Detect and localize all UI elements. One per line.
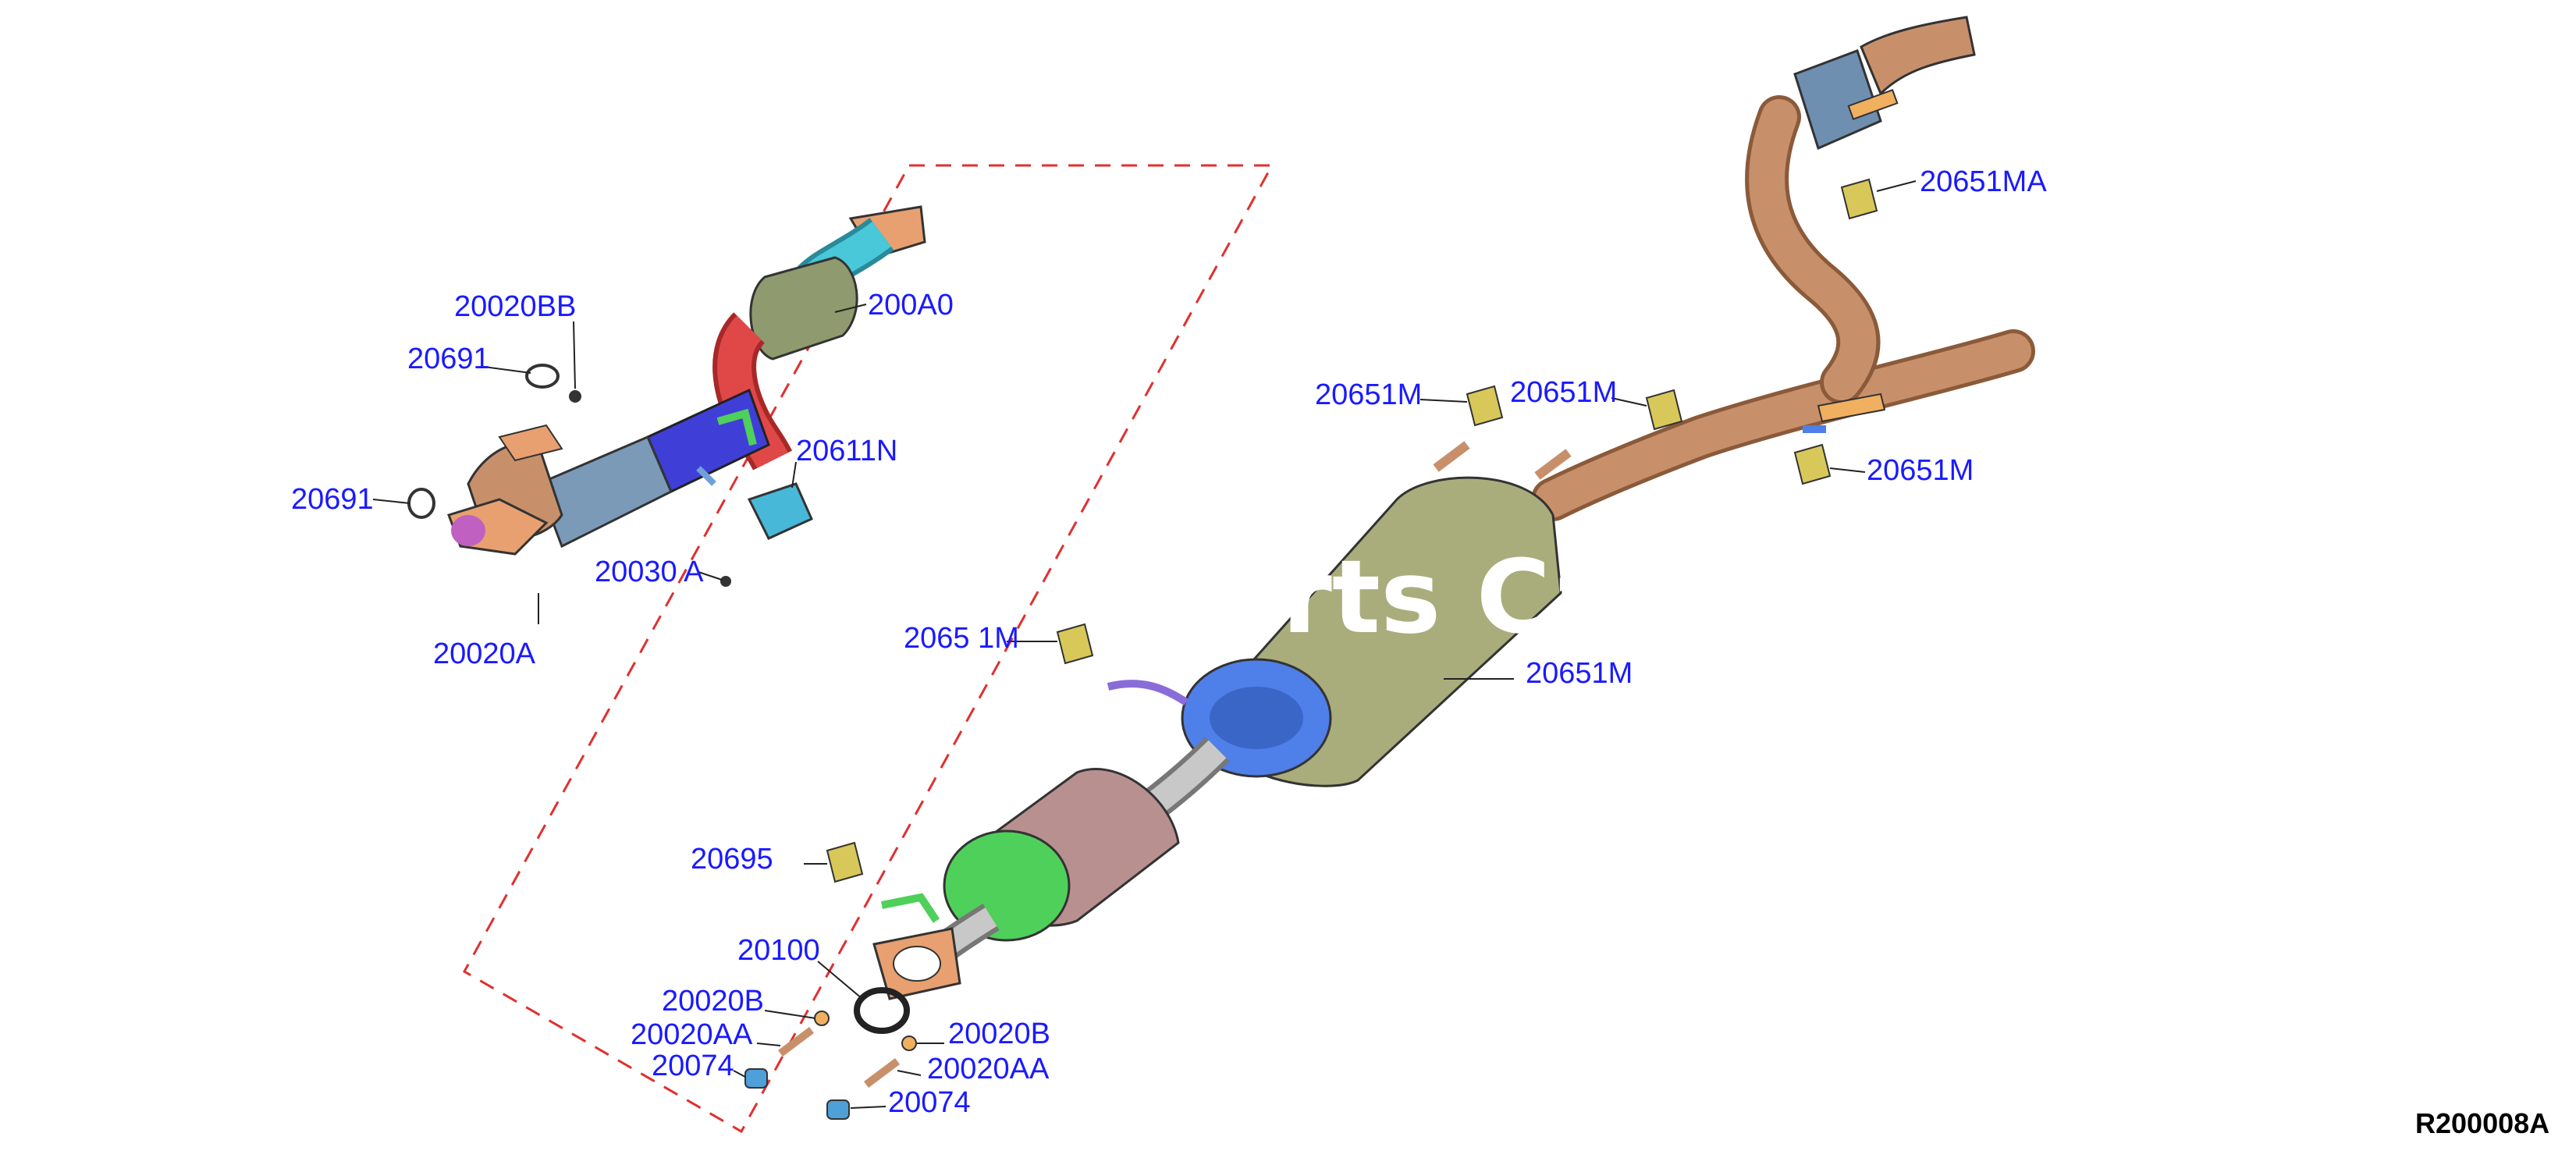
mount-20651M-c [1793, 443, 1832, 485]
mount-20651M-e [826, 841, 864, 883]
tailpipe-assembly [1531, 16, 2035, 521]
flange-hardware [744, 1011, 917, 1120]
diagram-reference-code: R200008A [2415, 1107, 2549, 1139]
manifold-catalyst [447, 424, 563, 556]
callout-20691-top[interactable]: 20691 [407, 343, 490, 375]
mount-20651M-a [1466, 385, 1504, 427]
mount-20651MA [1840, 178, 1878, 220]
callout-20691-left[interactable]: 20691 [291, 483, 374, 516]
gasket-20691-left [407, 488, 435, 519]
mount-20651M-b [1645, 389, 1683, 431]
callout-20100[interactable]: 20651M [1526, 657, 1633, 690]
callout-20074-right[interactable]: 20074 [888, 1086, 971, 1119]
bolt-20030 [720, 576, 731, 587]
callout-20020B-right[interactable]: 20020B [948, 1018, 1050, 1050]
callout-20611N[interactable]: 20611N [796, 435, 897, 467]
main-muffler [1107, 441, 1572, 787]
callout-20695[interactable]: 20100 [737, 934, 820, 967]
watermark: arts Cata [1213, 538, 1736, 656]
leader-lines [372, 180, 1917, 1109]
callout-20651MA[interactable]: 20651MA [1920, 165, 2047, 198]
mount-20651M-d [1056, 623, 1094, 665]
resonator-flange [872, 927, 961, 1000]
callout-20020BB[interactable]: 20020BB [454, 290, 576, 323]
callout-20020AA-left[interactable]: 20020AA [631, 1018, 753, 1051]
callout-20651M-c[interactable]: 20651M [1867, 454, 1974, 487]
callout-labels: 20651MA 200A0 20020BB 20691 20691 20611N… [291, 165, 2047, 1119]
callout-20651M-b[interactable]: 20651M [1510, 376, 1617, 409]
rubber-mounts [826, 178, 1878, 883]
callout-200A0[interactable]: 200A0 [868, 289, 954, 321]
callout-20030[interactable]: 20030 A [595, 556, 704, 588]
gasket-20691-top [525, 364, 560, 389]
front-assembly-boundary [462, 164, 1274, 1134]
front-pipe-assembly [537, 205, 926, 549]
callout-20020A[interactable]: 20020A [433, 638, 536, 670]
callout-20651M-e[interactable]: 20695 [691, 843, 773, 876]
heat-shield-20611N [747, 482, 813, 540]
callout-20651M-a[interactable]: 20651M [1315, 378, 1422, 411]
callout-20074-left[interactable]: 20074 [652, 1050, 734, 1082]
tail-tip [1793, 49, 1882, 151]
callout-20651M-d[interactable]: 2065 1M [904, 622, 1019, 655]
nut-20020BB [569, 390, 581, 403]
gasket-20695 [854, 987, 910, 1034]
callout-20020B-left[interactable]: 20020B [662, 985, 764, 1018]
callout-20020AA-right[interactable]: 20020AA [927, 1053, 1050, 1085]
